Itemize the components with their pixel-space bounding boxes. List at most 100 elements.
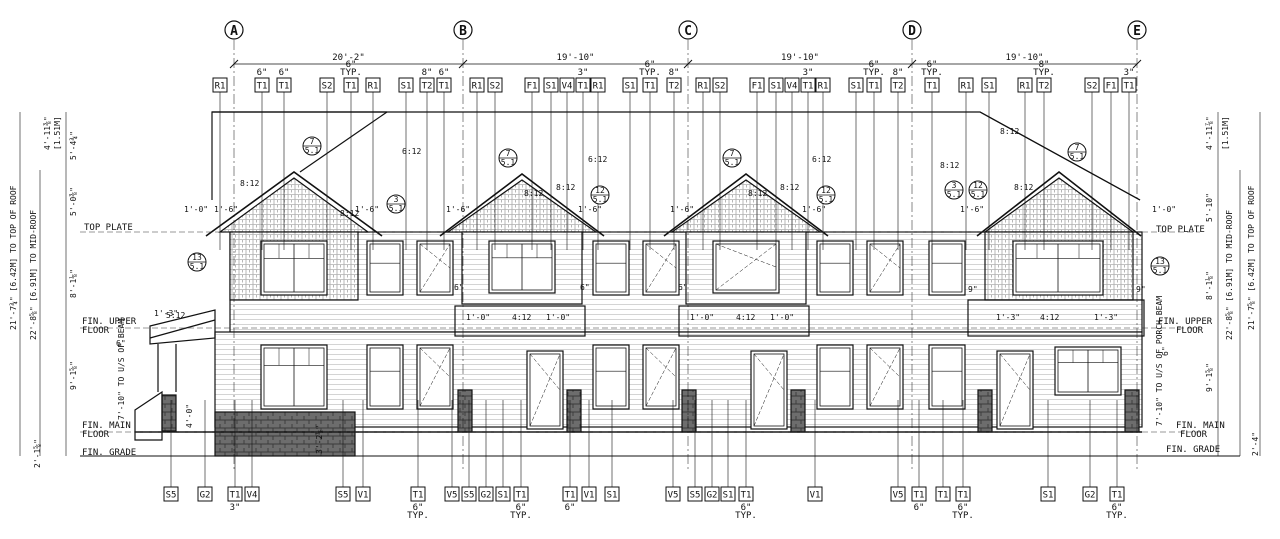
top-tag: S1 xyxy=(848,77,864,250)
bottom-tag-label: S5 xyxy=(166,491,177,501)
window xyxy=(366,344,404,410)
grid-bubble-label: E xyxy=(1133,24,1141,39)
top-tag: S2 xyxy=(319,77,335,250)
bottom-tag: T1 xyxy=(935,400,951,502)
roof-slope-label: 6:12 xyxy=(402,147,421,156)
bottom-tag: S5 xyxy=(163,400,179,502)
section-callout-sheet: 5.1 xyxy=(501,158,516,167)
section-callouts: 75.135.1135.175.1125.175.1125.135.1125.1… xyxy=(187,136,1170,276)
top-tag: F1 xyxy=(749,77,765,250)
top-tag-note: 3" xyxy=(803,68,814,78)
bottom-tag: G2 xyxy=(1082,400,1098,502)
top-tag-label: T1 xyxy=(439,82,450,92)
bottom-tag: S5 xyxy=(461,400,477,502)
top-dimension-string: 20'-2"19'-10"19'-10"19'-10" xyxy=(229,53,1142,69)
window xyxy=(1054,346,1122,396)
overhang-label: 1'-0" xyxy=(770,313,794,322)
window xyxy=(1012,240,1104,296)
top-tag-label: T1 xyxy=(346,82,357,92)
top-tag: S1 xyxy=(768,77,784,250)
bottom-tag-label: S1 xyxy=(1043,491,1054,501)
bottom-tag: V5 xyxy=(665,400,681,502)
bottom-tag-note: 6" xyxy=(565,503,576,513)
overhang-label: 1'-3" xyxy=(1094,313,1118,322)
section-callout-sheet: 5.1 xyxy=(593,195,608,204)
bottom-tag-label: G2 xyxy=(481,491,492,501)
top-tag-label: R1 xyxy=(215,82,226,92)
grid-spacing-dim: 20'-2" xyxy=(332,53,365,63)
left-porch-cap: 1'-3" xyxy=(154,309,178,318)
overhang-label: 1'-6" xyxy=(355,205,379,214)
window xyxy=(866,240,904,296)
top-tag-label: F1 xyxy=(752,82,763,92)
right-overall-roof: 21'-7⅝" [6.42M] TO TOP OF ROOF xyxy=(1247,185,1256,330)
grid-bubble-label: A xyxy=(230,24,238,39)
bottom-tag-note: TYP. xyxy=(735,511,757,521)
top-tag: S2 xyxy=(1084,77,1100,250)
bottom-tag: V1 xyxy=(355,400,371,502)
top-tag: T16"TYP. xyxy=(340,60,362,250)
section-callout: 75.1 xyxy=(722,148,742,168)
section-callout-number: 7 xyxy=(730,149,735,158)
grade-left-label: FIN. GRADE xyxy=(82,448,136,458)
small-dim-label: 6" xyxy=(678,283,688,292)
bottom-tag-label: V1 xyxy=(584,491,595,501)
bottom-tag: S5 xyxy=(687,400,703,502)
top-tag-note: 6" xyxy=(346,60,357,70)
overhang-label: 1'-6" xyxy=(670,205,694,214)
top-tag: F1 xyxy=(524,77,540,250)
top-tag-note: 8" xyxy=(1039,60,1050,70)
left-roof-height: 4'-11⅜" xyxy=(43,116,52,150)
top-tag: R1 xyxy=(590,77,606,250)
grid-spacing-dim: 19'-10" xyxy=(1006,53,1044,63)
bottom-tag-label: V5 xyxy=(893,491,904,501)
bottom-tag-note: 6" xyxy=(1112,503,1123,513)
left-dimensions: 21'-7¾" [6.42M] TO TOP OF ROOF 22'-8⅝" [… xyxy=(9,112,324,468)
top-tag-note: TYP. xyxy=(1033,68,1055,78)
top-tag: T13" xyxy=(1121,68,1137,250)
top-tag-label: T1 xyxy=(645,82,656,92)
top-tag-label: S2 xyxy=(322,82,333,92)
bottom-tag-label: T1 xyxy=(1112,491,1123,501)
top-tag-label: F1 xyxy=(527,82,538,92)
roof-slope-label: 8:12 xyxy=(780,183,799,192)
window xyxy=(592,240,630,296)
top-tag-label: R1 xyxy=(961,82,972,92)
top-tag: S1 xyxy=(981,77,997,250)
bottom-tag-label: G2 xyxy=(200,491,211,501)
top-tag: T28" xyxy=(419,68,435,250)
section-callout: 75.1 xyxy=(302,136,322,156)
top-tag-label: S1 xyxy=(401,82,412,92)
window xyxy=(488,240,556,294)
bottom-tag-label: T1 xyxy=(565,491,576,501)
canopy-slope-label: 4:12 xyxy=(736,313,755,322)
right-dimensions: 21'-7⅝" [6.42M] TO TOP OF ROOF 22'-8⅝" [… xyxy=(1155,112,1261,456)
top-tag: S1 xyxy=(543,77,559,250)
section-callout-sheet: 5.1 xyxy=(305,146,320,155)
top-tag: R1 xyxy=(1017,77,1033,250)
top-tag-note: 8" xyxy=(422,68,433,78)
bottom-tag: T16" xyxy=(562,400,578,513)
left-roof-sub: 5'-4¾" xyxy=(69,131,78,160)
left-roof-metric: [1.51M] xyxy=(53,116,62,150)
top-tag: T16"TYP. xyxy=(921,60,943,250)
bottom-tag: S1 xyxy=(720,400,736,502)
top-tag-label: T2 xyxy=(893,82,904,92)
top-tag: F1 xyxy=(1103,77,1119,250)
section-callout-sheet: 5.1 xyxy=(1153,266,1168,275)
top-tag-label: V4 xyxy=(787,82,798,92)
top-tag-note: 6" xyxy=(869,60,880,70)
roof-slope-label: 8:12 xyxy=(1014,183,1033,192)
bottom-tag: T1 6"TYP. xyxy=(1106,400,1128,521)
bottom-tag-note: 6" xyxy=(413,503,424,513)
top-tag: T16" xyxy=(254,68,270,250)
grid-bubble-a: A xyxy=(224,20,244,40)
top-tag: T16"TYP. xyxy=(863,60,885,250)
upper-floor-left-label-2: FLOOR xyxy=(82,326,110,336)
top-tag-label: R1 xyxy=(593,82,604,92)
top-tag-label: R1 xyxy=(698,82,709,92)
bottom-tag: T16" xyxy=(911,400,927,513)
section-callout: 135.1 xyxy=(1150,256,1170,276)
bottom-tag-note: TYP. xyxy=(1106,511,1128,521)
